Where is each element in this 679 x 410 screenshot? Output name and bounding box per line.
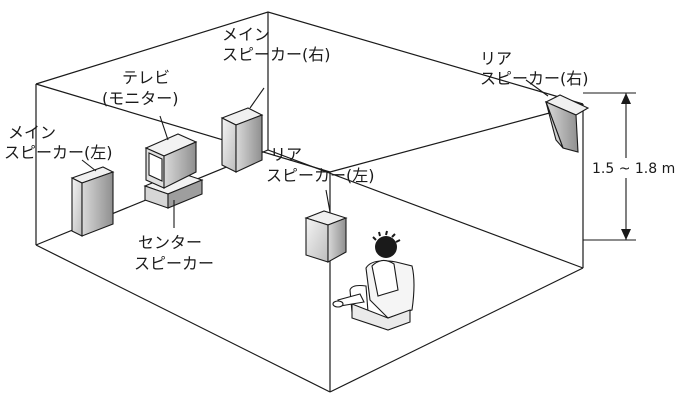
main-speaker-left — [70, 166, 115, 237]
svg-text:スピーカー(右): スピーカー(右) — [480, 69, 589, 88]
svg-text:リア: リア — [270, 145, 302, 164]
height-dimension: 1.5 ~ 1.8 m — [583, 92, 675, 241]
svg-text:スピーカー(左): スピーカー(左) — [4, 143, 113, 162]
tv-monitor — [143, 133, 204, 209]
main-speaker-right — [220, 107, 264, 173]
label-tv-monitor: テレビ (モニター) — [102, 68, 179, 108]
rear-speaker-right — [544, 94, 590, 153]
leader-lines — [81, 79, 549, 228]
svg-text:メイン: メイン — [8, 123, 56, 142]
label-rear-speaker-left: リア スピーカー(左) — [266, 145, 375, 185]
svg-text:スピーカー(左): スピーカー(左) — [266, 166, 375, 185]
label-main-speaker-right: メイン スピーカー(右) — [222, 25, 331, 64]
svg-text:センター: センター — [138, 233, 202, 252]
label-main-speaker-left: メイン スピーカー(左) — [4, 123, 113, 162]
height-dimension-label: 1.5 ~ 1.8 m — [592, 161, 675, 177]
svg-text:スピーカー(右): スピーカー(右) — [222, 45, 331, 64]
svg-text:メイン: メイン — [222, 25, 270, 44]
label-center-speaker: センター スピーカー — [134, 233, 214, 273]
svg-text:リア: リア — [480, 49, 512, 68]
label-rear-speaker-right: リア スピーカー(右) — [480, 49, 589, 88]
listener-in-armchair — [332, 230, 415, 331]
svg-text:テレビ: テレビ — [122, 68, 170, 87]
svg-text:(モニター): (モニター) — [102, 89, 179, 108]
svg-text:スピーカー: スピーカー — [134, 254, 214, 273]
rear-speaker-left — [304, 210, 348, 263]
